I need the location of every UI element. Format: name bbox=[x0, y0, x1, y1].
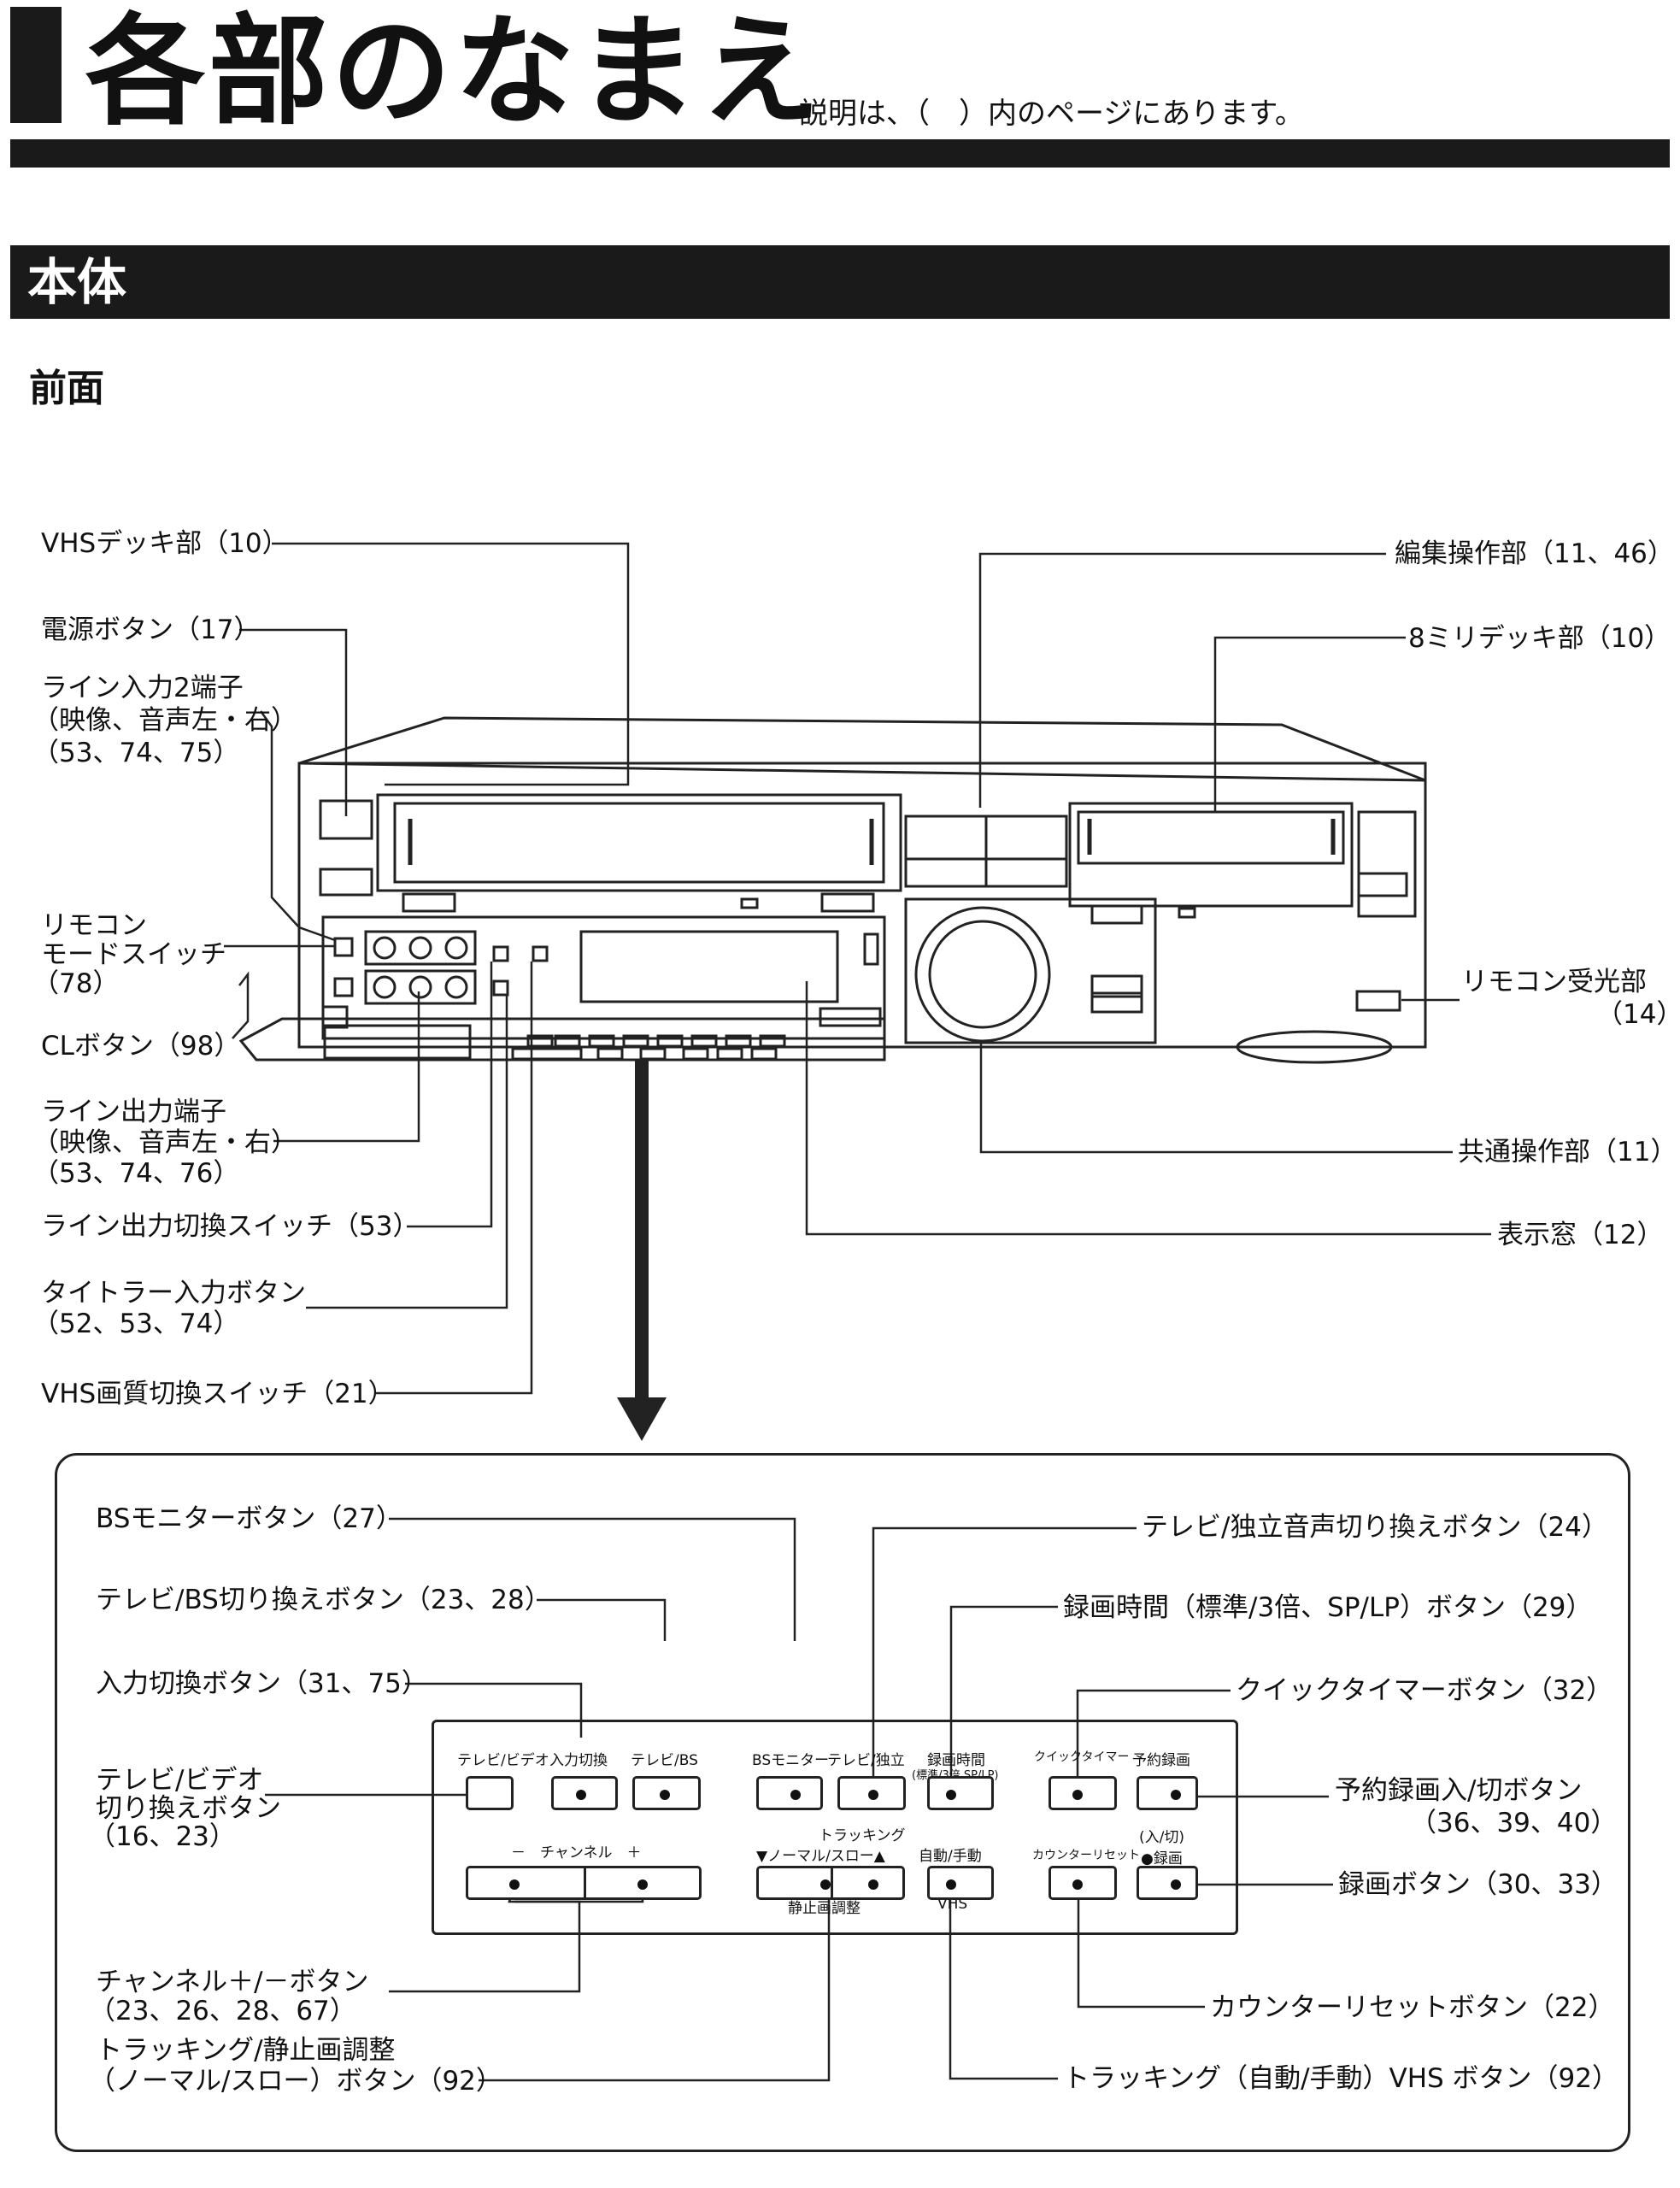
label-remote-mode-1: リモコン bbox=[41, 910, 147, 941]
bs-monitor-button[interactable] bbox=[756, 1776, 823, 1810]
rec-button[interactable] bbox=[1137, 1866, 1198, 1900]
tv-bs-button[interactable] bbox=[632, 1776, 701, 1810]
label-channel-2: （23、26、28、67） bbox=[89, 1996, 356, 2026]
mark-counter-reset: カウンターリセット bbox=[1032, 1849, 1140, 1862]
mark-rec: ●録画 bbox=[1141, 1850, 1183, 1867]
mark-channel: － チャンネル ＋ bbox=[511, 1844, 642, 1862]
label-tv-bs: テレビ/BS切り換えボタン（23、28） bbox=[96, 1585, 551, 1615]
mark-quick-timer: クイックタイマー bbox=[1034, 1750, 1130, 1764]
label-remote-mode-3: （78） bbox=[32, 968, 120, 999]
mark-auto-manual: 自動/手動 bbox=[919, 1848, 982, 1865]
label-tv-video-3: （16、23） bbox=[89, 1821, 236, 1852]
label-quick-timer: クイックタイマーボタン（32） bbox=[1236, 1675, 1613, 1706]
dot-rec bbox=[1171, 1879, 1181, 1890]
title-rule bbox=[10, 139, 1670, 168]
label-line-out-1: ライン出力端子 bbox=[41, 1097, 226, 1127]
mark-timer-rec: 予約録画 bbox=[1132, 1752, 1190, 1769]
dot-counter-reset bbox=[1072, 1879, 1083, 1890]
tracking-auto-manual-button[interactable] bbox=[927, 1866, 994, 1900]
label-channel-1: チャンネル＋/－ボタン bbox=[96, 1967, 369, 1997]
label-titler-2: （52、53、74） bbox=[32, 1309, 240, 1339]
mark-tv-video: テレビ/ビデオ bbox=[457, 1752, 549, 1769]
dot-auto-manual bbox=[946, 1879, 956, 1890]
input-select-button[interactable] bbox=[551, 1776, 618, 1810]
label-8mm-deck: 8ミリデッキ部（10） bbox=[1408, 623, 1671, 654]
quick-timer-button[interactable] bbox=[1049, 1776, 1117, 1810]
page-title: 各部のなまえ bbox=[85, 3, 825, 142]
dot-tv-audio bbox=[868, 1790, 878, 1800]
label-common-ops: 共通操作部（11） bbox=[1458, 1137, 1677, 1168]
mark-vhs: VHS bbox=[937, 1896, 968, 1913]
section-title: 本体 bbox=[27, 253, 127, 311]
label-titler-1: タイトラー入力ボタン bbox=[41, 1278, 306, 1309]
panel-detail-box bbox=[55, 1453, 1630, 2152]
label-line-out-2: （映像、音声左・右） bbox=[32, 1127, 297, 1158]
label-bs-monitor: BSモニターボタン（27） bbox=[96, 1503, 402, 1534]
label-line-in2-2: （映像、音声左・右） bbox=[32, 705, 297, 736]
label-remote-mode-2: モードスイッチ bbox=[41, 939, 226, 970]
mark-bs-monitor: BSモニター bbox=[752, 1752, 830, 1769]
label-rec-time: 録画時間（標準/3倍、SP/LP）ボタン（29） bbox=[1063, 1592, 1593, 1623]
label-tv-video-2: 切り換えボタン bbox=[96, 1793, 281, 1824]
section-bar bbox=[10, 245, 1670, 319]
counter-reset-button[interactable] bbox=[1049, 1866, 1117, 1900]
dot-channel-minus bbox=[509, 1879, 520, 1890]
label-rec-button: 録画ボタン（30、33） bbox=[1338, 1869, 1618, 1900]
label-tracking-2: （ノーマル/スロー）ボタン（92） bbox=[89, 2066, 502, 2097]
dot-rec-time bbox=[946, 1790, 956, 1800]
label-timer-rec-2: （36、39、40） bbox=[1410, 1808, 1618, 1838]
title-marker-bar bbox=[10, 7, 62, 123]
label-tv-audio: テレビ/独立音声切り換えボタン（24） bbox=[1142, 1512, 1608, 1543]
mark-still-adjust: 静止画調整 bbox=[788, 1900, 861, 1917]
dot-normal bbox=[820, 1879, 831, 1890]
tv-video-button[interactable] bbox=[466, 1776, 514, 1810]
mark-tracking: トラッキング bbox=[819, 1827, 906, 1844]
label-power-button: 電源ボタン（17） bbox=[41, 615, 261, 645]
label-line-in2-1: ライン入力2端子 bbox=[41, 673, 244, 703]
label-timer-rec-1: 予約録画入/切ボタン bbox=[1335, 1775, 1583, 1806]
mark-tv-bs: テレビ/BS bbox=[631, 1752, 698, 1769]
dot-tv-bs bbox=[660, 1790, 670, 1800]
dot-bs-monitor bbox=[790, 1790, 801, 1800]
label-tv-video-1: テレビ/ビデオ bbox=[96, 1765, 264, 1796]
label-cl-button: CLボタン（98） bbox=[41, 1031, 241, 1062]
mark-input-select: 入力切換 bbox=[549, 1752, 608, 1769]
label-vhs-quality: VHS画質切換スイッチ（21） bbox=[41, 1379, 395, 1409]
operation-panel bbox=[432, 1720, 1238, 1935]
mark-rec-time: 録画時間 bbox=[927, 1752, 985, 1769]
timer-rec-button[interactable] bbox=[1137, 1776, 1198, 1810]
label-line-out-switch: ライン出力切換スイッチ（53） bbox=[41, 1211, 420, 1242]
label-edit-section: 編集操作部（11、46） bbox=[1395, 538, 1674, 569]
dot-slow bbox=[868, 1879, 878, 1890]
tracking-normal-slow-button[interactable] bbox=[756, 1866, 905, 1900]
label-line-out-3: （53、74、76） bbox=[32, 1158, 240, 1189]
page-subtitle: 説明は、（ ）内のページにあります。 bbox=[799, 97, 1304, 131]
mark-tv-independent: テレビ/独立 bbox=[827, 1752, 905, 1769]
rec-time-button[interactable] bbox=[927, 1776, 994, 1810]
dot-input-select bbox=[576, 1790, 586, 1800]
label-display: 表示窓（12） bbox=[1497, 1220, 1664, 1250]
mark-normal-slow: ▼ノーマル/スロー▲ bbox=[756, 1848, 885, 1865]
label-vhs-deck: VHSデッキ部（10） bbox=[41, 528, 289, 559]
dot-channel-plus bbox=[637, 1879, 648, 1890]
mark-timer-rec-sub: (入/切) bbox=[1139, 1829, 1184, 1846]
dot-quick-timer bbox=[1072, 1790, 1083, 1800]
label-remote-sensor-1: リモコン受光部 bbox=[1461, 967, 1647, 997]
dot-timer-rec bbox=[1171, 1790, 1181, 1800]
channel-button[interactable] bbox=[466, 1866, 702, 1900]
label-tracking-auto: トラッキング（自動/手動）VHS ボタン（92） bbox=[1063, 2063, 1619, 2094]
label-remote-sensor-2: （14） bbox=[1596, 999, 1680, 1030]
label-input-select: 入力切換ボタン（31、75） bbox=[96, 1668, 428, 1699]
label-line-in2-3: （53、74、75） bbox=[32, 738, 240, 768]
label-tracking-1: トラッキング/静止画調整 bbox=[96, 2035, 396, 2066]
label-counter-reset: カウンターリセットボタン（22） bbox=[1210, 1992, 1615, 2023]
sub-heading: 前面 bbox=[29, 367, 104, 410]
